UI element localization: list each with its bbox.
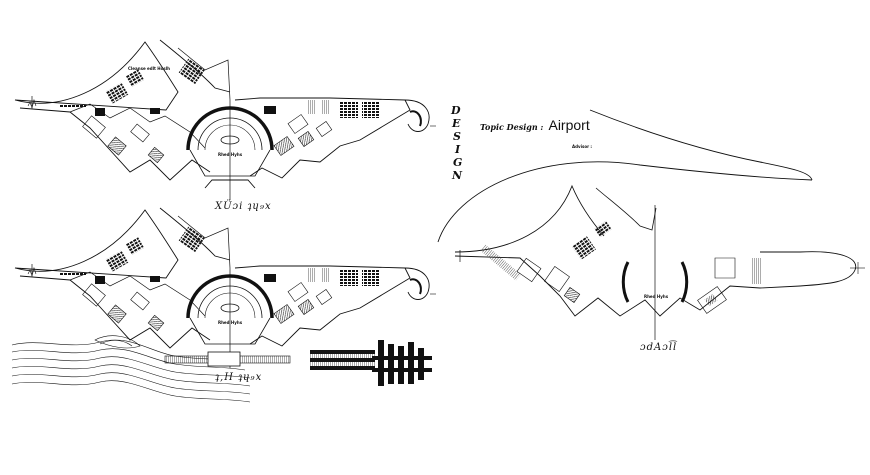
room-label-bottom: Rhed Hyhs [218, 320, 243, 325]
room-label-top: Rhed Hyhs [218, 152, 243, 157]
landscape-contours [11, 335, 251, 403]
advisor-label: Advisor : [572, 144, 593, 149]
plan-bottom-left [11, 206, 438, 403]
plan-caption-right: ɔdAɔl͡l [640, 342, 678, 353]
plan-right [437, 109, 865, 340]
room-label-right: Rhed Hyhs [644, 294, 669, 299]
topic-title: Topic Design : Airport [480, 115, 590, 134]
topic-main-title: Airport [548, 117, 590, 133]
plan-caption-bottom-left: ʇ,H ʇɥ₉x [215, 372, 263, 383]
design-letter-6: N [452, 169, 463, 182]
design-letter-2: E [452, 117, 461, 130]
design-letter-5: G [453, 156, 463, 169]
topic-prefix: Topic Design : [480, 122, 544, 132]
aircraft-stands [310, 340, 432, 386]
design-letter-4: I [455, 143, 461, 156]
design-letter-1: D [451, 104, 461, 117]
room-label-wing: Cleanse edlt Hoslh [128, 66, 170, 71]
plan-caption-top-left: XÜɔi ʇɥ₉x [215, 201, 272, 212]
plan-top-left [13, 38, 438, 202]
design-letter-3: S [453, 130, 461, 143]
